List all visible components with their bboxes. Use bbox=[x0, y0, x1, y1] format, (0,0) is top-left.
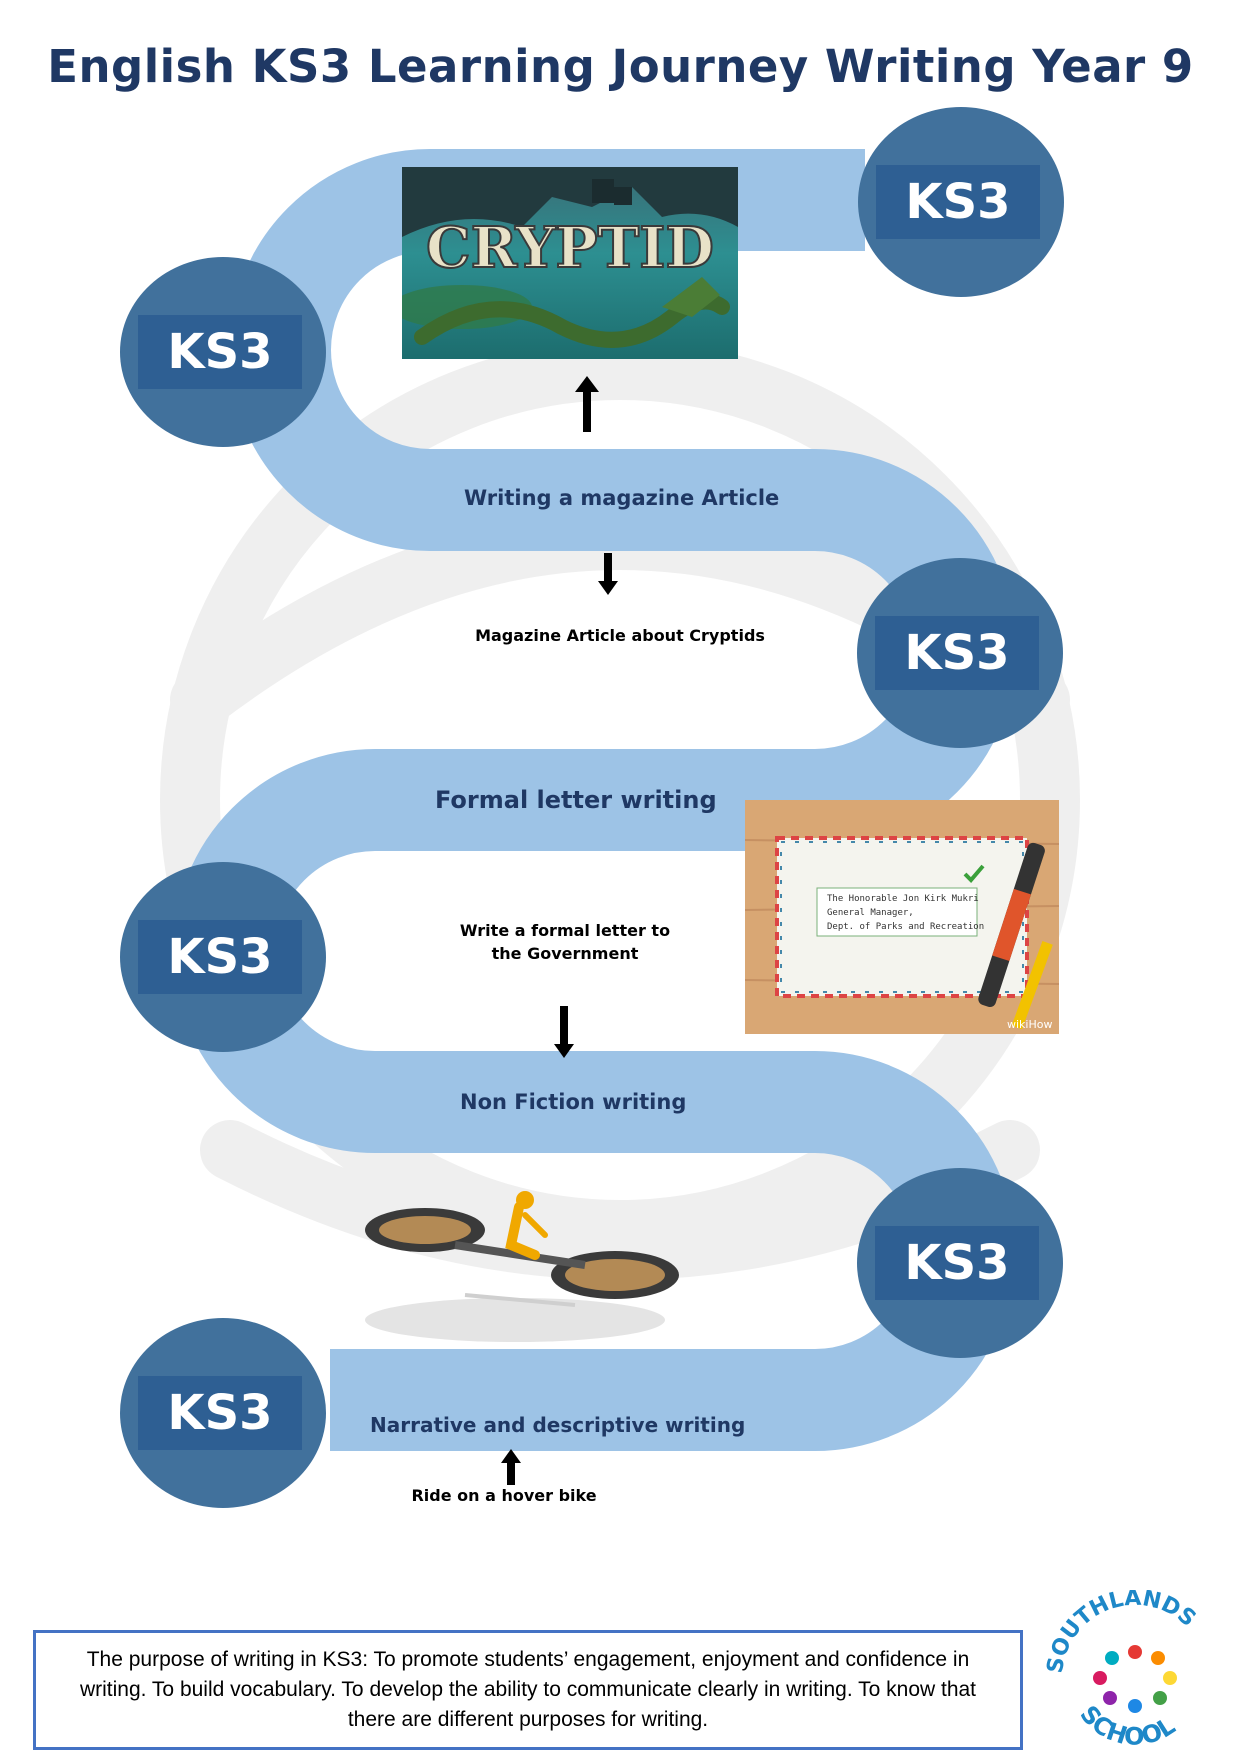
note-formal-letter: Write a formal letter to the Government bbox=[459, 921, 671, 963]
stage-label-magazine-article: Writing a magazine Article bbox=[464, 486, 780, 510]
arrow-down-icon bbox=[553, 1006, 575, 1058]
ks3-label: KS3 bbox=[875, 1226, 1039, 1300]
ks3-node-4: KS3 bbox=[120, 862, 326, 1052]
cryptid-image: CRYPTID bbox=[402, 167, 738, 359]
note-magazine-article: Magazine Article about Cryptids bbox=[475, 626, 765, 645]
formal-letter-image: The Honorable Jon Kirk Mukri General Man… bbox=[745, 800, 1059, 1034]
purpose-box: The purpose of writing in KS3: To promot… bbox=[33, 1630, 1023, 1750]
arrow-up-icon bbox=[500, 1449, 522, 1485]
arrow-up-icon bbox=[574, 376, 600, 432]
southlands-school-logo: SOUTHLANDS SCHOOL bbox=[1040, 1586, 1230, 1751]
ks3-label: KS3 bbox=[138, 1376, 302, 1450]
ks3-node-3: KS3 bbox=[857, 558, 1063, 748]
ks3-node-5: KS3 bbox=[857, 1168, 1063, 1358]
ks3-label: KS3 bbox=[875, 616, 1039, 690]
logo-bottom-text: SCHOOL bbox=[1074, 1700, 1180, 1750]
stage-label-non-fiction: Non Fiction writing bbox=[460, 1090, 687, 1114]
arrow-down-icon bbox=[597, 553, 619, 595]
ks3-node-1: KS3 bbox=[858, 107, 1064, 297]
note-hover-bike: Ride on a hover bike bbox=[411, 1486, 597, 1505]
ks3-label: KS3 bbox=[876, 165, 1040, 239]
page-title: English KS3 Learning Journey Writing Yea… bbox=[47, 40, 1194, 93]
stage-label-formal-letter: Formal letter writing bbox=[435, 786, 717, 814]
ks3-label: KS3 bbox=[138, 315, 302, 389]
letter-line: General Manager, bbox=[827, 908, 914, 918]
ks3-node-2: KS3 bbox=[120, 257, 326, 447]
hover-bike-image bbox=[345, 1185, 700, 1350]
ks3-label: KS3 bbox=[138, 920, 302, 994]
letter-line: The Honorable Jon Kirk Mukri bbox=[827, 894, 979, 904]
logo-top-text: SOUTHLANDS bbox=[1043, 1590, 1200, 1675]
ks3-node-6: KS3 bbox=[120, 1318, 326, 1508]
cryptid-title-text: CRYPTID bbox=[426, 215, 714, 281]
letter-line: Dept. of Parks and Recreation bbox=[827, 922, 984, 932]
wikihow-watermark: wikiHow bbox=[1007, 1018, 1052, 1031]
purpose-text: The purpose of writing in KS3: To promot… bbox=[79, 1648, 977, 1731]
stage-label-narrative: Narrative and descriptive writing bbox=[370, 1413, 746, 1437]
